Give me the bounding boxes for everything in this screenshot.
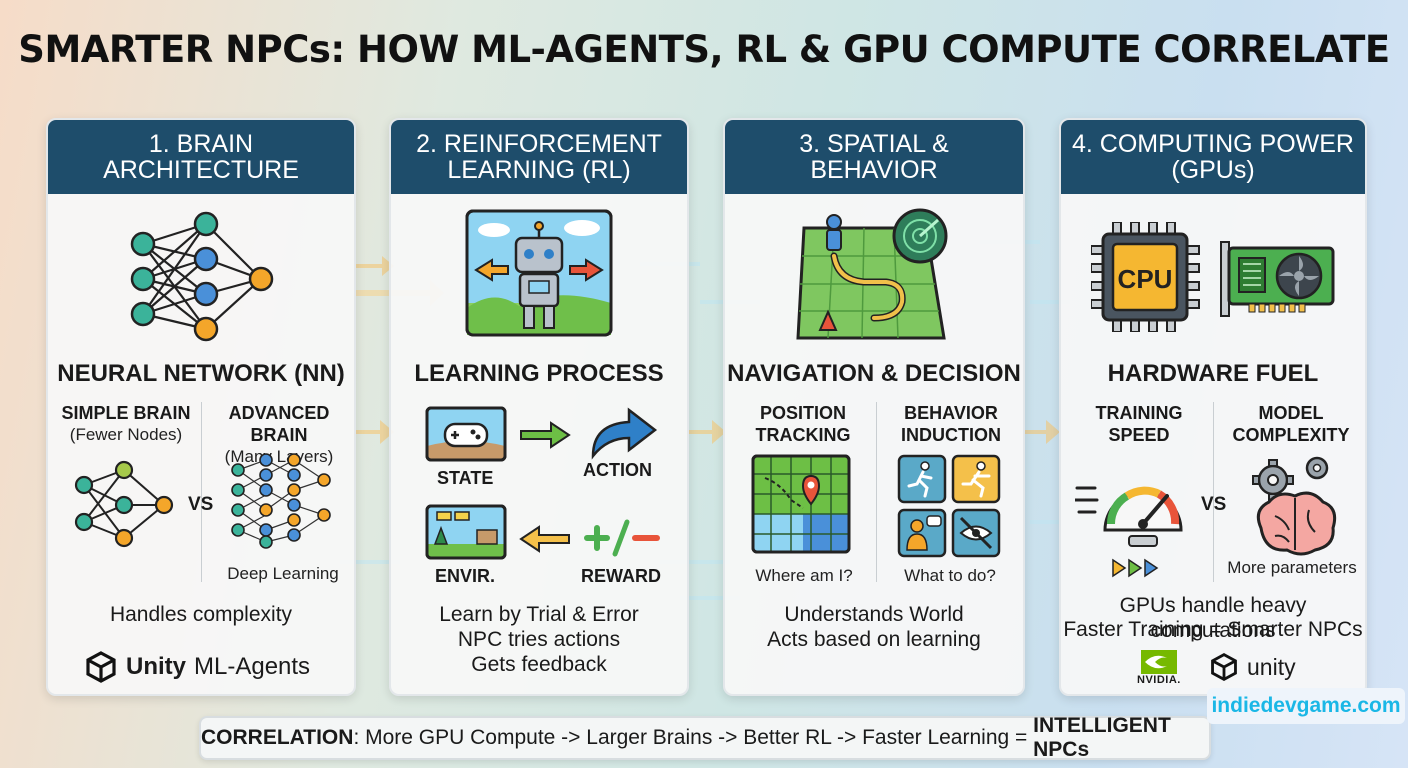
state-label: STATE [437,468,494,488]
vs-label: VS [1201,494,1227,515]
correlation-banner: CORRELATION : More GPU Compute -> Larger… [199,714,1211,761]
nvidia-eye-icon [1140,650,1177,674]
panel-footer-line-1: Learn by Trial & Error [439,603,639,626]
vs-label: VS [188,494,214,515]
cpu-chip-icon: CPU [1091,222,1200,332]
panel-brain-architecture: 1. BRAIN ARCHITECTURE NEURAL NETWORK (NN… [46,118,356,696]
panel-reinforcement-learning: 2. REINFORCEMENT LEARNING (RL) LEARNING … [389,118,689,696]
reward-plus-minus-icon [584,519,660,557]
panel-computing-power: 4. COMPUTING POWER (GPUs) CPU HARDWARE F… [1059,118,1367,696]
unity-logo-text: unity [1247,653,1296,680]
nvidia-logo-text: NVIDIA. [1137,674,1181,686]
unity-mlagents-logo: Unity ML-Agents [84,650,310,684]
simple-brain-column: SIMPLE BRAIN (Fewer Nodes) [56,402,196,446]
simple-brain-sub: (Fewer Nodes) [69,425,183,444]
training-speed-column: TRAINING SPEED [1069,402,1209,446]
simple-network-icon [74,460,174,548]
robot-agent-icon [465,209,613,337]
panel-spatial-behavior: 3. SPATIAL & BEHAVIOR NAVIGATION & DECIS… [723,118,1025,696]
panel-footer-line-1: GPUs handle heavy computations [1119,594,1307,642]
model-complexity-title: MODEL COMPLEXITY [1232,403,1350,445]
behavior-induction-column: BEHAVIOR INDUCTION [879,402,1023,446]
navigation-subhead: NAVIGATION & DECISION [727,360,1021,387]
reward-label: REWARD [581,566,661,586]
more-parameters-caption: More parameters [1227,558,1357,577]
speedometer-icon [1075,486,1183,578]
behavior-induction-title: BEHAVIOR INDUCTION [901,403,1001,445]
correlation-lead: CORRELATION [201,726,354,749]
right-arrow-icon [520,421,571,449]
grid-map-pin-icon [751,454,851,554]
environment-icon [425,504,507,560]
panel-header: 2. REINFORCEMENT LEARNING (RL) [391,120,687,194]
panel-footer-line-1: Understands World [784,603,964,626]
nvidia-logo: NVIDIA. [1137,650,1181,686]
column-divider [1213,402,1214,582]
training-speed-title: TRAINING SPEED [1095,403,1183,445]
action-label: ACTION [583,460,652,480]
advanced-brain-column: ADVANCED BRAIN (Many Layers) [204,402,354,468]
unity-logo-icon [1211,653,1237,681]
hardware-subhead: HARDWARE FUEL [1107,360,1319,387]
gpu-card-icon [1220,241,1335,317]
panel-footer-line-2: NPC tries actions [457,628,621,651]
navigation-map-icon [796,208,948,340]
what-to-do-caption: What to do? [904,566,996,585]
where-am-i-caption: Where am I? [755,566,853,585]
page-title: SMARTER NPCs: HOW ML-AGENTS, RL & GPU CO… [18,28,1390,71]
panel-header: 3. SPATIAL & BEHAVIOR [725,120,1023,194]
brand-watermark: indiedevgame.com [1207,688,1405,724]
state-gamepad-icon [425,406,507,462]
brain-gears-icon [1252,456,1337,556]
nn-subhead: NEURAL NETWORK (NN) [57,360,345,387]
unity-logo: unity [1209,652,1296,682]
panel-footer-line-2: Acts based on learning [767,628,981,651]
neural-network-icon [130,211,274,342]
deep-network-icon [231,453,331,549]
panel-footer: Handles complexity [109,603,293,626]
column-divider [201,402,202,582]
advanced-brain-title: ADVANCED BRAIN [228,403,330,445]
left-arrow-icon [519,525,570,553]
unity-logo-icon [86,651,116,683]
environment-label: ENVIR. [435,566,496,586]
panel-footer-line-3: Gets feedback [471,653,607,676]
advanced-brain-sub: (Many Layers) [224,447,334,466]
correlation-tail: INTELLIGENT NPCs [1033,714,1171,761]
rl-subhead: LEARNING PROCESS [414,360,664,387]
panel-header: 1. BRAIN ARCHITECTURE [48,120,354,194]
position-tracking-title: POSITION TRACKING [755,403,851,445]
correlation-body: : More GPU Compute -> Larger Brains -> B… [353,726,1034,749]
column-divider [876,402,877,582]
unity-logo-text: Unity [126,653,186,680]
cpu-label: CPU [1118,264,1173,294]
action-arrow-icon [591,407,658,460]
panel-header: 4. COMPUTING POWER (GPUs) [1061,120,1365,194]
behavior-icons-grid [897,454,1001,558]
panel-footer-line-2: Faster Training = Smarter NPCs [1063,618,1363,641]
position-tracking-column: POSITION TRACKING [733,402,873,446]
model-complexity-column: MODEL COMPLEXITY [1216,402,1365,446]
simple-brain-title: SIMPLE BRAIN [61,403,191,423]
deep-learning-caption: Deep Learning [227,564,339,583]
mlagents-logo-text: ML-Agents [194,653,311,680]
